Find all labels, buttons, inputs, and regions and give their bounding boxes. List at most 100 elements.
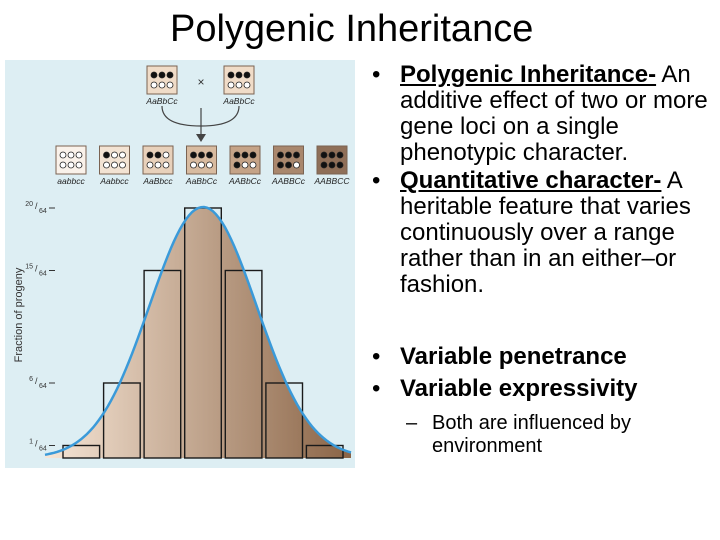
- offspring-genotype-box: [99, 145, 130, 175]
- recessive-allele-dot: [146, 161, 154, 169]
- bullet-list: • Polygenic Inheritance- An additive eff…: [366, 62, 716, 458]
- y-tick-denominator: 64: [39, 208, 47, 215]
- dominant-allele-dot: [154, 151, 162, 159]
- genotype-label: AaBbCc: [222, 96, 255, 106]
- recessive-allele-dot: [67, 151, 75, 159]
- dominant-allele-dot: [166, 71, 174, 79]
- bullet-dot: •: [372, 375, 381, 402]
- y-tick-numerator: 20: [25, 201, 33, 208]
- offspring-genotype-box: [316, 145, 348, 175]
- offspring-genotype-box: [55, 145, 87, 175]
- parent-genotype-box: [146, 65, 178, 95]
- bullet-dot: •: [372, 343, 381, 370]
- dominant-allele-dot: [190, 151, 197, 159]
- recessive-allele-dot: [67, 161, 75, 169]
- dominant-allele-dot: [150, 71, 158, 79]
- sub-bullet-dash: –: [406, 412, 418, 434]
- recessive-allele-dot: [75, 161, 83, 169]
- bullet-heading: Variable penetrance: [400, 343, 627, 370]
- recessive-allele-dot: [59, 151, 67, 159]
- histogram-bar: [265, 382, 304, 459]
- recessive-allele-dot: [150, 81, 158, 89]
- recessive-allele-dot: [293, 161, 300, 169]
- dominant-allele-dot: [277, 151, 284, 159]
- dominant-allele-dot: [336, 161, 344, 169]
- recessive-allele-dot: [206, 161, 213, 169]
- dominant-allele-dot: [277, 161, 284, 169]
- genotype-label: AABBCc: [271, 176, 306, 186]
- histogram-bar: [102, 382, 141, 459]
- slide-title: Polygenic Inheritance: [170, 8, 534, 50]
- genotype-label: AABbCc: [228, 176, 262, 186]
- bullet-heading: Quantitative character-: [400, 167, 662, 194]
- dominant-allele-dot: [206, 151, 213, 159]
- dominant-allele-dot: [293, 151, 300, 159]
- genotype-label: aabbcc: [57, 176, 85, 186]
- offspring-genotype-box: [186, 145, 217, 175]
- recessive-allele-dot: [75, 151, 83, 159]
- y-tick-numerator: 15: [25, 264, 33, 271]
- bullet-dot: •: [372, 167, 381, 194]
- genotype-box: [229, 145, 261, 175]
- recessive-allele-dot: [166, 81, 174, 89]
- y-axis-label: Fraction of progeny: [13, 267, 25, 362]
- y-tick-numerator: 6: [29, 376, 33, 383]
- bullet-expressivity: • Variable expressivity: [366, 376, 716, 402]
- genotype-label: Aabbcc: [99, 176, 129, 186]
- genotype-box: [186, 145, 217, 175]
- histogram-bar: [62, 444, 101, 459]
- recessive-allele-dot: [59, 161, 67, 169]
- dominant-allele-dot: [233, 151, 241, 159]
- dominant-allele-dot: [146, 151, 154, 159]
- dominant-allele-dot: [328, 161, 336, 169]
- dominant-allele-dot: [328, 151, 336, 159]
- cross-symbol: ×: [197, 75, 204, 89]
- genotype-box: [99, 145, 130, 175]
- genotype-label: AaBbcc: [142, 176, 173, 186]
- y-tick-numerator: 1: [29, 439, 33, 446]
- y-tick-denominator: 64: [39, 271, 47, 278]
- parent-genotype-box: [223, 65, 255, 95]
- dominant-allele-dot: [249, 151, 257, 159]
- bullet-heading: Variable expressivity: [400, 375, 638, 402]
- genotype-box: [146, 65, 178, 95]
- recessive-allele-dot: [243, 81, 251, 89]
- y-tick-slash: /: [35, 201, 38, 211]
- bullet-dot: •: [372, 61, 381, 88]
- bullet-heading: Polygenic Inheritance-: [400, 61, 657, 88]
- dominant-allele-dot: [198, 151, 205, 159]
- bullet-penetrance: • Variable penetrance: [366, 344, 716, 370]
- dominant-allele-dot: [320, 151, 328, 159]
- recessive-allele-dot: [119, 161, 126, 169]
- sub-bullet-environment: – Both are influenced by environment: [366, 412, 716, 458]
- dominant-allele-dot: [320, 161, 328, 169]
- genotype-box: [55, 145, 87, 175]
- genotype-box: [223, 65, 255, 95]
- genotype-box: [142, 145, 174, 175]
- genotype-label: AaBbCc: [145, 96, 178, 106]
- recessive-allele-dot: [111, 151, 118, 159]
- recessive-allele-dot: [227, 81, 235, 89]
- genotype-box: [316, 145, 348, 175]
- offspring-genotype-box: [229, 145, 261, 175]
- recessive-allele-dot: [158, 81, 166, 89]
- recessive-allele-dot: [198, 161, 205, 169]
- dominant-allele-dot: [227, 71, 235, 79]
- offspring-genotype-box: [142, 145, 174, 175]
- dominant-allele-dot: [103, 151, 110, 159]
- cross-arrowhead: [196, 134, 206, 142]
- recessive-allele-dot: [162, 161, 170, 169]
- dominant-allele-dot: [285, 151, 292, 159]
- recessive-allele-dot: [235, 81, 243, 89]
- genotype-label: AABBCC: [314, 176, 351, 186]
- y-tick-slash: /: [35, 376, 38, 386]
- dominant-allele-dot: [235, 71, 243, 79]
- dominant-allele-dot: [243, 71, 251, 79]
- histogram-bar: [305, 444, 344, 459]
- bullet-quantitative: • Quantitative character- A heritable fe…: [366, 168, 716, 298]
- bullet-polygenic: • Polygenic Inheritance- An additive eff…: [366, 62, 716, 166]
- y-tick-slash: /: [35, 264, 38, 274]
- sub-bullet-text: Both are influenced by environment: [432, 412, 632, 457]
